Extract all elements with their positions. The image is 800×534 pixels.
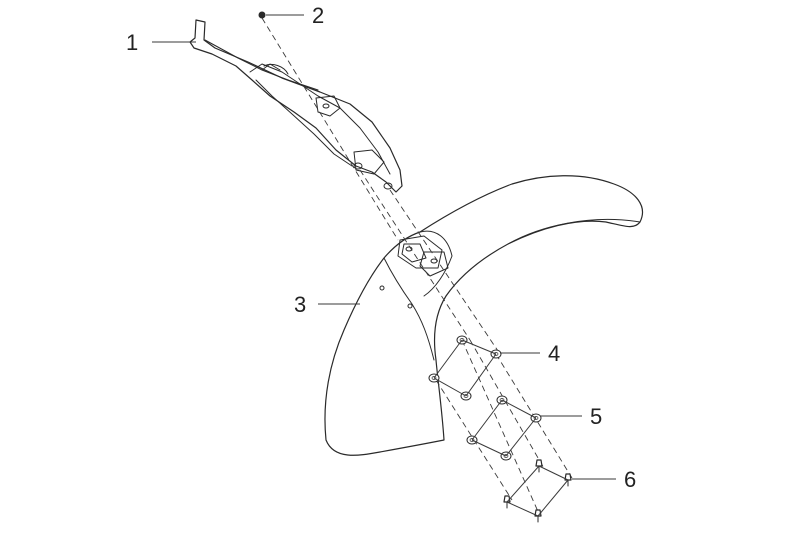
washer [530,413,542,423]
part-2-screw [258,11,266,19]
callout-3: 3 [294,292,306,317]
washer-group [428,335,542,461]
callout-6: 6 [624,467,636,492]
callout-2: 2 [312,3,324,28]
callout-1: 1 [126,30,138,55]
callout-leaders [152,14,616,480]
screw [564,473,572,487]
screw [535,459,543,473]
part-1-bracket [189,19,403,193]
callout-5: 5 [590,404,602,429]
part-3-fender [324,175,644,456]
callout-4: 4 [548,341,560,366]
washer [456,335,468,345]
callout-labels: 1 2 3 4 5 6 [126,3,636,492]
screw-group [503,459,572,523]
